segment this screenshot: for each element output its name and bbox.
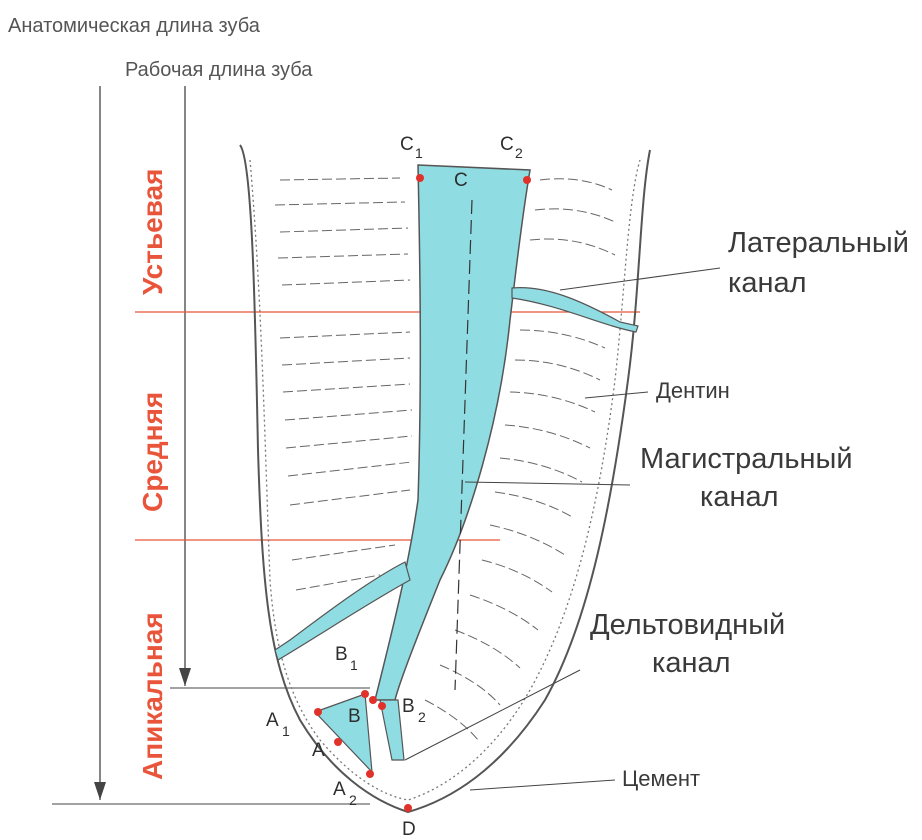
point-b2 xyxy=(378,702,386,710)
label-a2-sub: 2 xyxy=(349,792,357,808)
label-b2-sub: 2 xyxy=(418,709,426,725)
label-b1-sub: 1 xyxy=(350,657,358,673)
label-d: D xyxy=(402,819,416,840)
main-canal xyxy=(375,165,530,700)
deltoid-canal-label-1: Дельтовидный xyxy=(590,609,785,641)
deltoid-canal-label-2: канал xyxy=(652,647,731,679)
label-c: C xyxy=(454,170,468,191)
label-b2: B xyxy=(402,696,415,717)
working-length-arrow xyxy=(179,86,191,686)
point-a1 xyxy=(314,708,322,716)
label-b1: B xyxy=(335,644,348,665)
anatomical-length-arrow xyxy=(94,86,106,800)
lateral-canal-label-2: канал xyxy=(728,267,807,299)
lateral-canal xyxy=(512,288,638,332)
label-b: B xyxy=(348,706,361,727)
main-canal-label-2: канал xyxy=(700,481,779,513)
point-b xyxy=(369,696,377,704)
label-c2: C xyxy=(500,134,514,155)
cement-label: Цемент xyxy=(622,766,700,791)
zone-apical-label: Апикальная xyxy=(137,612,168,780)
lateral-canal-label-1: Латеральный xyxy=(728,227,909,259)
label-c2-sub: 2 xyxy=(515,145,523,161)
point-d xyxy=(404,804,412,812)
label-c1: C xyxy=(400,134,414,155)
anatomical-length-label: Анатомическая длина зуба xyxy=(8,15,261,37)
point-a2 xyxy=(366,770,374,778)
label-a2: A xyxy=(333,779,346,800)
point-b1 xyxy=(361,690,369,698)
dentin-label: Дентин xyxy=(656,378,730,403)
main-canal-label-1: Магистральный xyxy=(640,443,853,475)
point-c1 xyxy=(416,174,424,182)
working-length-label: Рабочая длина зуба xyxy=(125,59,313,81)
point-c2 xyxy=(523,176,531,184)
zone-middle-label: Средняя xyxy=(137,392,168,512)
label-a1-sub: 1 xyxy=(282,723,290,739)
label-c1-sub: 1 xyxy=(415,145,423,161)
point-a xyxy=(334,738,342,746)
label-a1: A xyxy=(266,710,279,731)
label-a: A xyxy=(312,740,325,761)
dentin-hatching-left xyxy=(275,178,412,590)
zone-upper-label: Устьевая xyxy=(137,169,168,295)
